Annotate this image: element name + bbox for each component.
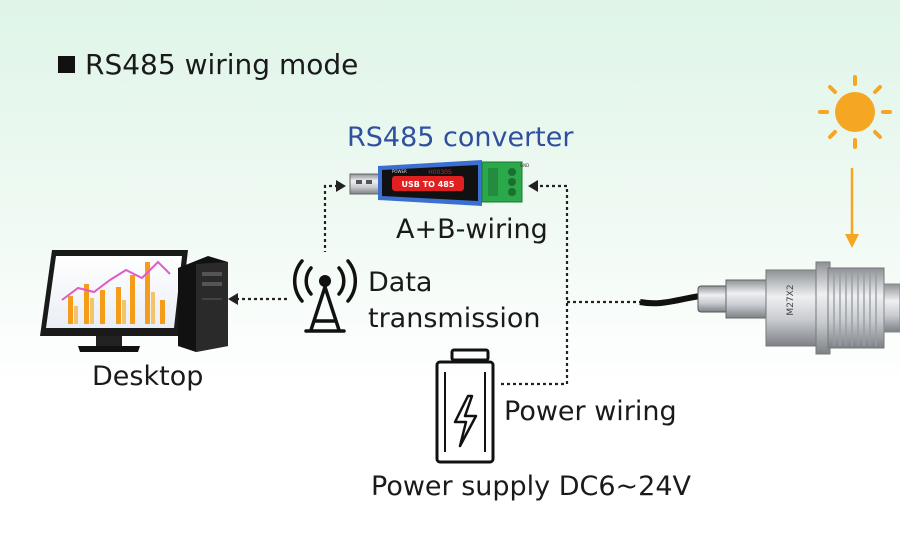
arrow-to-converter-left (336, 180, 346, 192)
converter-label: RS485 converter (347, 122, 574, 153)
converter-gnd-text: GND (520, 163, 529, 168)
converter-power-text: POWER (392, 169, 407, 174)
wiring-label: A+B-wiring (396, 214, 548, 245)
data-transmission-label-line2: transmission (368, 303, 541, 334)
title-bullet (58, 56, 75, 73)
battery-icon (435, 348, 495, 464)
power-wiring-label: Power wiring (504, 396, 677, 427)
desktop-label: Desktop (92, 361, 204, 392)
sun-icon (818, 75, 892, 248)
data-transmission-label-line1: Data (368, 267, 433, 298)
lightning-icon (453, 394, 478, 448)
title-text: RS485 wiring mode (85, 48, 359, 81)
converter-model-text: H0030S (428, 169, 452, 176)
antenna-icon (292, 259, 358, 333)
arrow-to-converter-right (528, 180, 538, 192)
converter-icon: USB TO 485 H0030S POWER GND (349, 160, 529, 206)
page-title: RS485 wiring mode (58, 48, 358, 81)
arrow-to-desktop (228, 293, 238, 305)
desktop-icon (40, 250, 228, 352)
wiring-lines (236, 184, 640, 386)
sensor-label: M27X2 (786, 284, 796, 315)
power-supply-label: Power supply DC6~24V (371, 471, 692, 502)
sensor-icon: M27X2 (639, 261, 900, 355)
converter-device-text: USB TO 485 (402, 180, 455, 189)
